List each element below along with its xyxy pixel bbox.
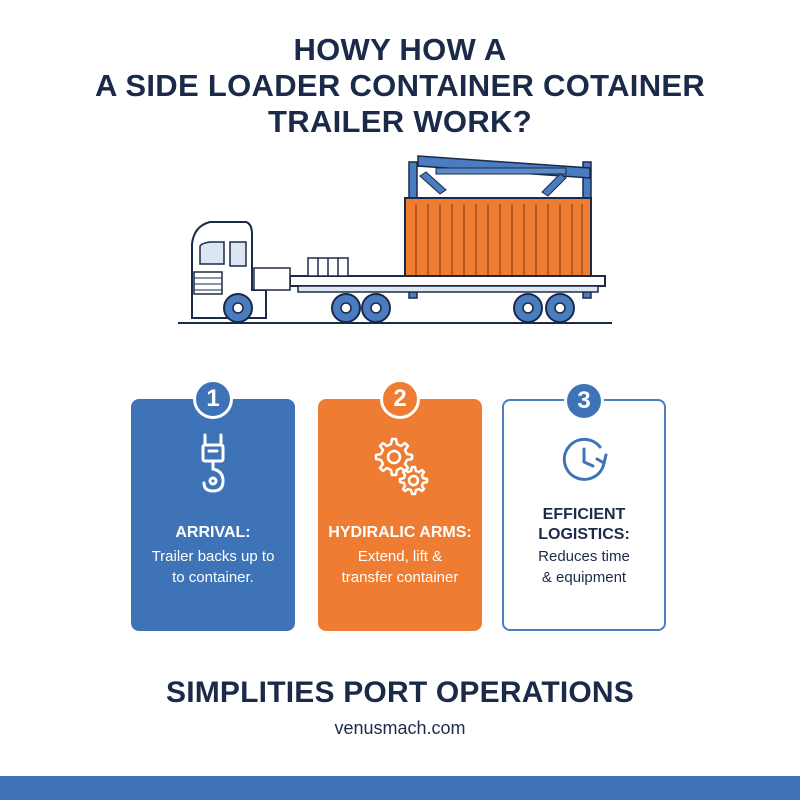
step-number-badge: 2	[380, 379, 420, 419]
truck-wheels	[223, 293, 575, 323]
title-line-2: A SIDE LOADER CONTAINER COTAINER	[94, 68, 706, 103]
side-loader-truck-illustration	[178, 155, 612, 324]
container-ribs	[415, 204, 583, 284]
step-description-line-1: Reduces time	[538, 548, 630, 565]
title-line-3: TRAILER WORK?	[268, 104, 532, 139]
step-heading-line-2: LOGISTICS:	[538, 526, 630, 543]
spreader-arm-left	[419, 171, 447, 195]
step-number-badge: 3	[564, 381, 604, 421]
step-card-efficient-logistics: 3 EFFICIENT LOGISTICS: Reduces time & eq…	[502, 381, 666, 631]
footer-title: SIMPLITIES PORT OPERATIONS	[165, 676, 635, 709]
step-heading: ARRIVAL:	[175, 524, 251, 541]
title-line-1: HOWY HOW A	[293, 32, 507, 67]
gantry-top-beam	[417, 155, 591, 179]
step-description-line-2: transfer container	[341, 569, 459, 586]
step-description-line-1: Trailer backs up to	[151, 548, 275, 565]
trailer-deck	[289, 275, 606, 287]
step-heading: EFFICIENT LOGISTICS:	[508, 505, 660, 545]
gantry-crossbar	[435, 167, 567, 175]
trailer-chassis	[297, 285, 599, 293]
truck-windshield	[199, 241, 225, 265]
clock-icon	[562, 437, 608, 481]
step-card-hydraulic-arms: 2 HYDIRALIC ARMS: Extend, lift & transfe…	[318, 379, 482, 631]
step-description: Trailer backs up to to container.	[137, 546, 289, 588]
truck-grille	[193, 271, 223, 295]
crane-hook-icon	[201, 433, 225, 493]
step-heading: HYDIRALIC ARMS:	[328, 524, 472, 541]
truck-side-window	[229, 241, 247, 267]
step-description-line-1: Extend, lift &	[357, 548, 443, 565]
page-title: HOWY HOW A A SIDE LOADER CONTAINER COTAI…	[0, 32, 800, 140]
step-number-badge: 1	[193, 379, 233, 419]
truck-fuel-tank	[253, 267, 291, 291]
gears-icon	[374, 437, 429, 496]
step-card-arrival: 1 ARRIVAL: Trailer backs up to to contai…	[131, 379, 295, 631]
step-description: Extend, lift & transfer container	[324, 546, 476, 588]
step-heading-line-1: EFFICIENT	[542, 506, 626, 523]
bottom-accent-bar	[0, 776, 800, 800]
step-description: Reduces time & equipment	[510, 546, 658, 588]
spreader-arm-right	[541, 173, 567, 197]
step-description-line-2: to container.	[172, 569, 254, 586]
step-description-line-2: & equipment	[541, 569, 627, 586]
website-url[interactable]: venusmach.com	[334, 718, 466, 738]
